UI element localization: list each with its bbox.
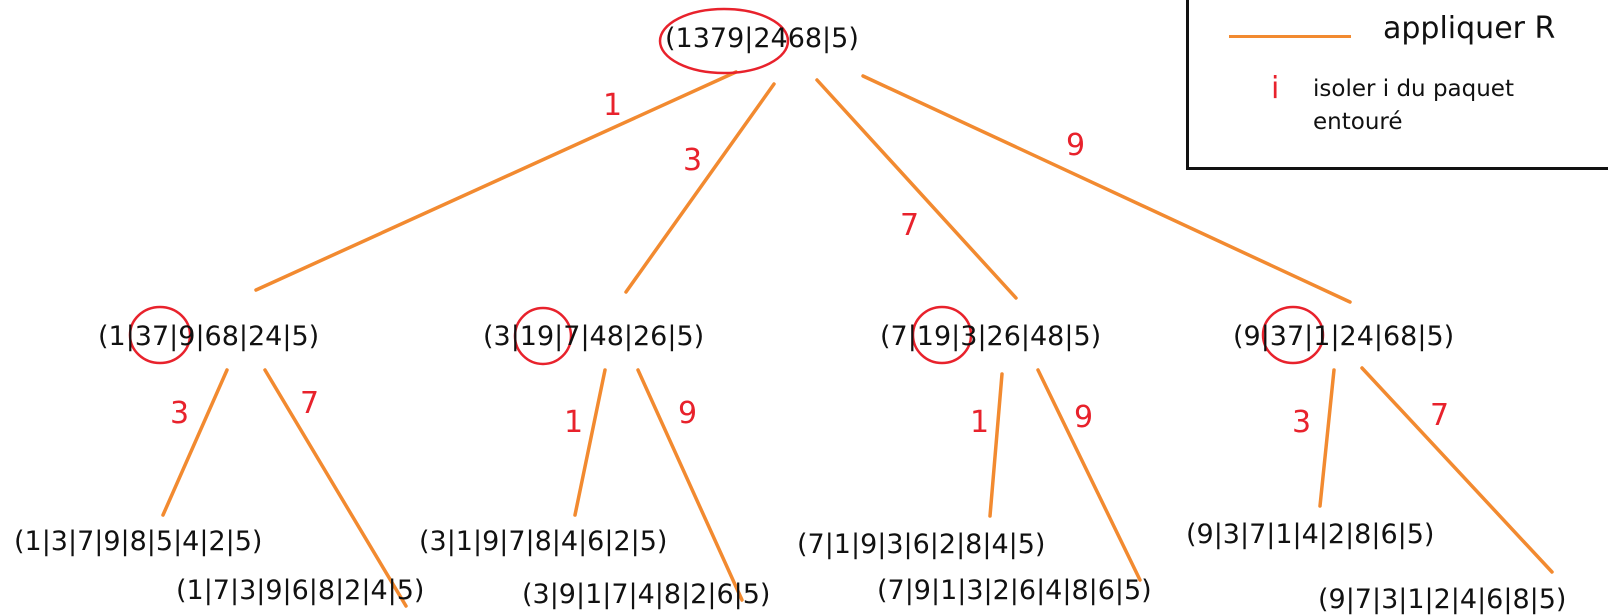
edge-label: 1 bbox=[564, 405, 583, 440]
leaf-node: (7|9|1|3|2|6|4|8|6|5) bbox=[877, 575, 1152, 606]
edge-root-to-node-3 bbox=[624, 82, 776, 294]
packet-circle bbox=[513, 306, 573, 366]
edge-node-9-to-leaf-7 bbox=[1318, 368, 1336, 508]
leaf-node: (3|1|9|7|8|4|6|2|5) bbox=[419, 526, 667, 557]
edge-label: 3 bbox=[1292, 405, 1311, 440]
edge-label: 7 bbox=[900, 208, 919, 243]
leaf-node: (9|3|7|1|4|2|8|6|5) bbox=[1186, 519, 1434, 550]
tree-node: (1|37|9|68|24|5) bbox=[98, 321, 319, 352]
edge-root-to-node-9 bbox=[861, 74, 1352, 304]
edge-root-to-node-7 bbox=[815, 78, 1018, 300]
legend-i-symbol: i bbox=[1271, 71, 1280, 106]
packet-circle bbox=[1261, 305, 1325, 365]
edge-node-1-to-leaf-2 bbox=[263, 368, 408, 608]
legend-edge-label: appliquer R bbox=[1383, 11, 1556, 46]
edge-node-9-to-leaf-8 bbox=[1360, 366, 1554, 574]
leaf-node: (3|9|1|7|4|8|2|6|5) bbox=[522, 579, 770, 610]
edge-node-1-to-leaf-1 bbox=[161, 368, 229, 517]
edge-label: 1 bbox=[970, 405, 989, 440]
packet-circle bbox=[911, 305, 973, 365]
tree-node: (7|19|3|26|48|5) bbox=[880, 321, 1101, 352]
packet-circle bbox=[128, 305, 192, 365]
leaf-node: (1|7|3|9|6|8|2|4|5) bbox=[176, 575, 424, 606]
legend-edge-swatch bbox=[1229, 35, 1351, 38]
edge-label: 9 bbox=[1066, 128, 1085, 163]
tree-node: (9|37|1|24|68|5) bbox=[1233, 321, 1454, 352]
edge-node-3-to-leaf-3 bbox=[573, 368, 607, 517]
packet-circle bbox=[658, 7, 790, 75]
root-node: (1379|2468|5) bbox=[665, 23, 859, 54]
legend-box: appliquer R i isoler i du paquet entouré bbox=[1186, 0, 1608, 170]
tree-node: (3|19|7|48|26|5) bbox=[483, 321, 704, 352]
edge-label: 9 bbox=[678, 396, 697, 431]
leaf-node: (9|7|3|1|2|4|6|8|5) bbox=[1318, 584, 1566, 615]
edge-root-to-node-1 bbox=[254, 70, 738, 292]
edge-label: 7 bbox=[300, 386, 319, 421]
legend-i-label: isoler i du paquet entouré bbox=[1313, 76, 1514, 135]
leaf-node: (7|1|9|3|6|2|8|4|5) bbox=[797, 529, 1045, 560]
edge-label: 3 bbox=[683, 143, 702, 178]
edge-label: 9 bbox=[1074, 400, 1093, 435]
edge-node-7-to-leaf-5 bbox=[988, 372, 1004, 518]
edge-node-7-to-leaf-6 bbox=[1036, 368, 1142, 582]
edge-label: 1 bbox=[603, 88, 622, 123]
edge-label: 7 bbox=[1430, 398, 1449, 433]
legend-row-edge: appliquer R bbox=[1223, 9, 1603, 53]
edge-label: 3 bbox=[170, 396, 189, 431]
leaf-node: (1|3|7|9|8|5|4|2|5) bbox=[14, 526, 262, 557]
edge-node-3-to-leaf-4 bbox=[636, 368, 744, 602]
